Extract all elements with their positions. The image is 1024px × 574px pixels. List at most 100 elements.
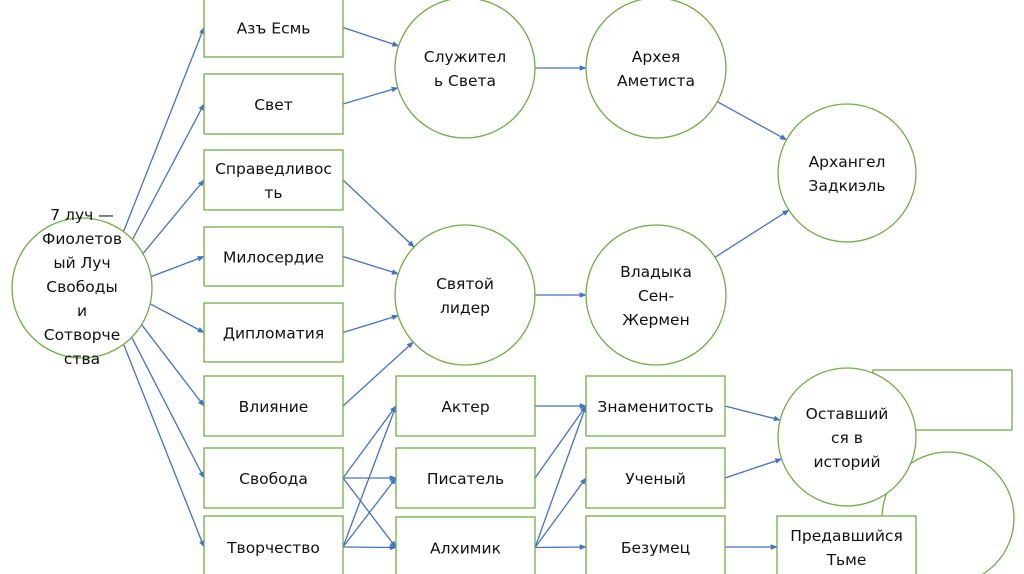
arrow-root-to-az_esm: [122, 26, 205, 232]
node-az_esm[interactable]: Азъ Есмь: [203, 0, 344, 58]
node-label-line: Безумец: [621, 539, 690, 557]
node-svyatoy_lider[interactable]: Святой лидер: [394, 224, 536, 366]
arrow-svoboda-to-akter: [342, 405, 397, 479]
node-box: [776, 515, 917, 574]
node-box: [203, 302, 344, 363]
node-bezumets[interactable]: Безумец: [585, 515, 726, 574]
node-label-line: Свобода: [239, 470, 308, 488]
node-label-line: Архея: [632, 48, 680, 66]
node-label-line: Справедливос: [215, 160, 332, 178]
node-label-line: 7 луч —: [50, 206, 113, 224]
arrow-root-to-spravedlivost: [142, 179, 205, 255]
node-box: [585, 515, 726, 574]
node-label-line: Оставший: [806, 405, 889, 423]
edges-layer: [122, 26, 790, 551]
node-alkhimik[interactable]: Алхимик: [395, 516, 536, 574]
node-label-line: Сен-: [638, 287, 674, 305]
node-label-line: Тьме: [826, 551, 867, 569]
node-label-line: ть: [264, 184, 282, 202]
node-label-line: Свет: [254, 96, 293, 114]
node-label-line: ь Света: [434, 72, 496, 90]
node-box: [203, 515, 344, 574]
node-diplomatiya[interactable]: Дипломатия: [203, 302, 344, 363]
arrow-uchenyy-to-ostavshiysya: [724, 458, 783, 479]
node-label-line: Свободы: [46, 278, 117, 296]
arrow-svet-to-sluzhitel: [342, 86, 399, 105]
node-label-line: Предавшийся: [790, 527, 903, 545]
arrow-root-to-diplomatiya: [149, 303, 205, 334]
arrow-vladyka-to-arkhangel: [714, 209, 790, 258]
node-box: [203, 226, 344, 287]
arrow-diplomatiya-to-svyatoy_lider: [342, 314, 399, 334]
node-uchenyy[interactable]: Ученый: [585, 447, 726, 509]
node-ostavshiysya[interactable]: Оставший ся в историй: [777, 367, 917, 507]
node-tvorchestvo[interactable]: Творчество: [203, 515, 344, 574]
node-circle: [394, 224, 536, 366]
node-label-line: Владыка: [620, 263, 692, 281]
node-spravedlivost[interactable]: Справедливос ть: [203, 149, 344, 211]
arrow-arkheya-to-arkhangel: [716, 101, 788, 141]
arrow-root-to-miloserdie: [150, 255, 205, 278]
node-label-line: ства: [64, 350, 100, 368]
node-box: [203, 0, 344, 58]
node-miloserdie[interactable]: Милосердие: [203, 226, 344, 287]
node-label-line: Актер: [441, 398, 489, 416]
node-label-line: Святой: [436, 275, 494, 293]
node-label-line: Алхимик: [430, 540, 501, 558]
node-label-line: и: [77, 302, 87, 320]
node-label-line: ый Луч: [53, 254, 110, 272]
node-box: [203, 149, 344, 211]
node-box: [585, 375, 726, 437]
arrow-alkhimik-to-bezumets: [534, 544, 587, 550]
node-label-line: Фиолетов: [42, 230, 122, 248]
node-label-line: Творчество: [226, 539, 320, 557]
node-box: [203, 73, 344, 135]
arrow-miloserdie-to-svyatoy_lider: [342, 255, 399, 275]
node-label-line: Писатель: [427, 470, 504, 488]
node-vliyanie[interactable]: Влияние: [203, 375, 344, 437]
node-circle: [777, 367, 917, 507]
arrow-root-to-tvorchestvo: [122, 344, 205, 548]
node-box: [203, 375, 344, 437]
node-akter[interactable]: Актер: [395, 375, 536, 437]
arrow-spravedlivost-to-svyatoy_lider: [342, 179, 415, 248]
node-label-line: Дипломатия: [223, 325, 324, 343]
node-label-line: Архангел: [809, 153, 886, 171]
arrow-tvorchestvo-to-akter: [342, 405, 397, 548]
node-label-line: Знаменитость: [597, 398, 713, 416]
node-circle: [11, 217, 153, 359]
arrow-pisatel-to-znamenitost: [534, 405, 587, 479]
node-znamenitost[interactable]: Знаменитость: [585, 375, 726, 437]
node-label-line: лидер: [440, 299, 490, 317]
node-svoboda[interactable]: Свобода: [203, 447, 344, 509]
arrow-root-to-svet: [131, 103, 205, 240]
node-box: [395, 447, 536, 509]
node-label-line: историй: [813, 453, 880, 471]
node-pisatel[interactable]: Писатель: [395, 447, 536, 509]
node-sluzhitel[interactable]: Служител ь Света: [394, 0, 536, 139]
node-circle: [585, 224, 727, 366]
arrow-vliyanie-to-svyatoy_lider: [342, 341, 414, 407]
arrow-az_esm-to-sluzhitel: [342, 26, 400, 47]
node-label-line: Жермен: [622, 311, 689, 329]
node-label-line: ся в: [831, 429, 863, 447]
arrow-root-to-vliyanie: [141, 324, 205, 407]
node-label-line: Сотворче: [44, 326, 121, 344]
node-box: [585, 447, 726, 509]
node-label-line: Влияние: [239, 398, 309, 416]
node-label-line: Аметиста: [617, 72, 695, 90]
node-svet[interactable]: Свет: [203, 73, 344, 135]
node-label-line: Служител: [424, 48, 506, 66]
arrow-tvorchestvo-to-pisatel: [342, 477, 397, 548]
node-label-line: Азъ Есмь: [237, 20, 311, 38]
node-box: [395, 516, 536, 574]
node-label-line: Ученый: [625, 470, 686, 488]
node-circle: [585, 0, 727, 139]
arrow-tvorchestvo-to-alkhimik: [342, 544, 397, 551]
